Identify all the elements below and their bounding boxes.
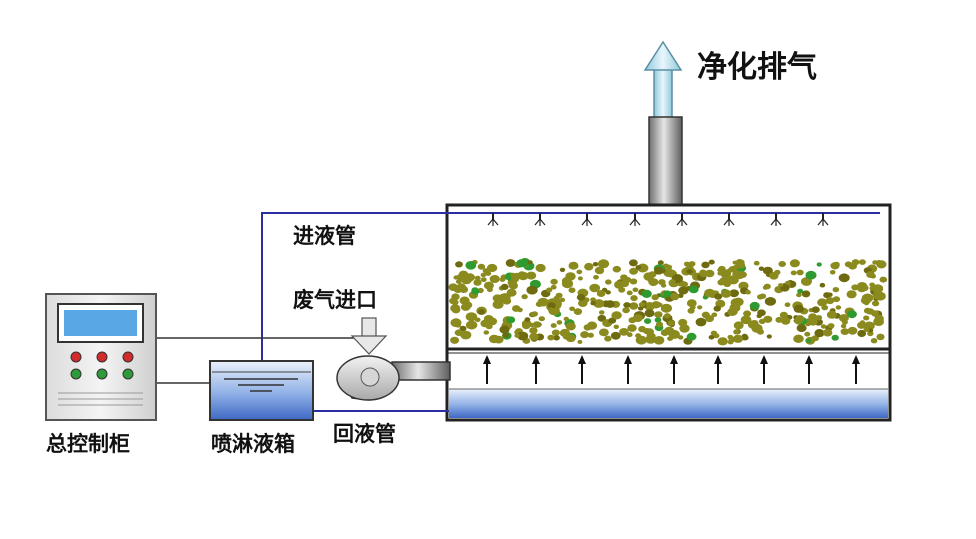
cabinet-buttons — [70, 351, 134, 380]
up-arrow-icon — [805, 355, 813, 384]
up-arrow-icon — [578, 355, 586, 384]
cabinet-button-green — [122, 368, 134, 380]
packing-layer — [448, 258, 888, 346]
label-waste-gas-inlet: 废气进口 — [293, 288, 377, 312]
spray-tower-body — [445, 203, 892, 422]
up-arrow-icon — [852, 355, 860, 384]
label-inlet-pipe: 进液管 — [293, 224, 356, 248]
up-arrow-icon — [670, 355, 678, 384]
nozzle-icon — [676, 213, 688, 226]
nozzle-icon — [487, 213, 499, 226]
nozzle-icon — [534, 213, 546, 226]
spray-nozzles — [487, 213, 829, 226]
inlet-liquid-pipe — [261, 212, 447, 362]
blower-fan-icon — [336, 355, 451, 401]
airflow-arrows — [483, 355, 860, 384]
cabinet-button-red — [96, 351, 108, 363]
up-arrow-icon — [624, 355, 632, 384]
control-cabinet — [45, 293, 157, 421]
cabinet-button-green — [96, 368, 108, 380]
nozzle-icon — [581, 213, 593, 226]
up-arrow-icon — [532, 355, 540, 384]
nozzle-icon — [723, 213, 735, 226]
cabinet-button-red — [70, 351, 82, 363]
label-return-pipe: 回液管 — [333, 422, 396, 446]
nozzle-icon — [629, 213, 641, 226]
up-arrow-icon — [483, 355, 491, 384]
tower-sump-water — [449, 389, 888, 418]
exhaust-stack — [648, 116, 683, 208]
up-arrow-icon — [714, 355, 722, 384]
nozzle-icon — [817, 213, 829, 226]
nozzle-icon — [770, 213, 782, 226]
label-spray-tank: 喷淋液箱 — [211, 432, 295, 456]
cabinet-button-red — [122, 351, 134, 363]
exhaust-up-arrow-icon — [643, 40, 683, 119]
spray-liquid-tank — [209, 360, 314, 421]
label-control-cabinet: 总控制柜 — [46, 432, 130, 456]
inlet-down-arrow-icon — [350, 317, 388, 355]
cabinet-button-green — [70, 368, 82, 380]
label-clean-exhaust: 净化排气 — [697, 50, 817, 85]
up-arrow-icon — [760, 355, 768, 384]
